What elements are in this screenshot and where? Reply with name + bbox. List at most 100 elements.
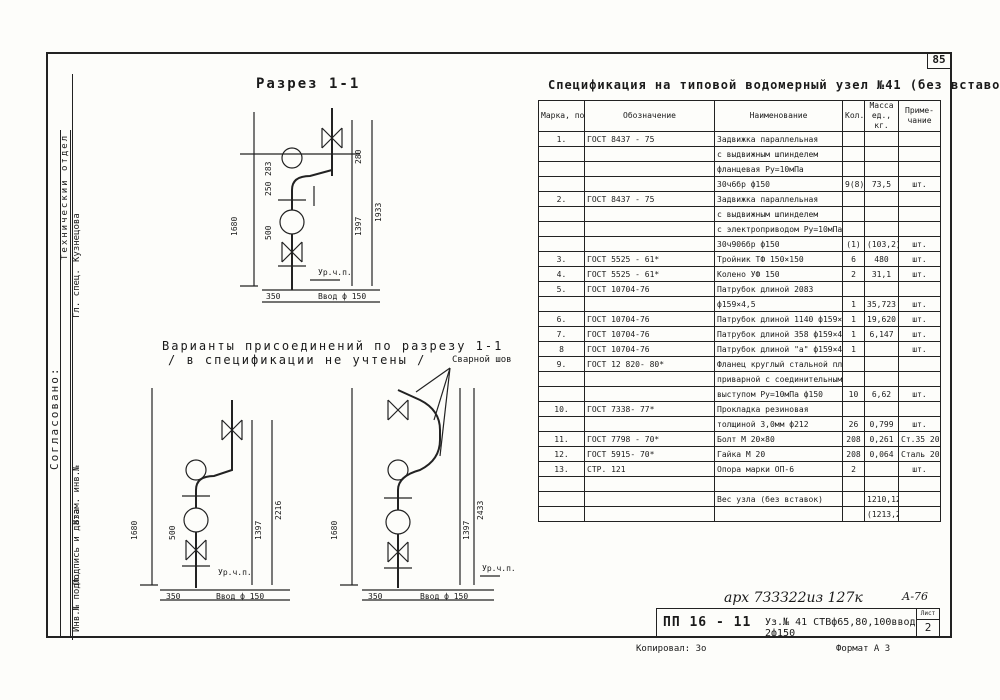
cell-name: Задвижка параллельная	[714, 131, 843, 147]
table-row: 10.ГОСТ 7338- 77*Прокладка резиновая	[538, 401, 941, 417]
dim-2216-2: 2216	[274, 500, 283, 520]
dim-1680-2: 1680	[130, 520, 139, 540]
cell-mark	[538, 146, 585, 162]
cell-mark: 2.	[538, 191, 585, 207]
cell-mark	[538, 161, 585, 177]
cell-designation: ГОСТ 10704-76	[584, 311, 715, 327]
cell-mark	[538, 176, 585, 192]
cell-mass	[864, 221, 899, 237]
cell-mass: 0,261	[864, 431, 899, 447]
cell-designation: ГОСТ 7338- 77*	[584, 401, 715, 417]
variants-title-2: / в спецификации не учтены /	[168, 353, 427, 367]
cell-name: с выдвижным шпинделем	[714, 206, 843, 222]
cell-qty: 2	[842, 461, 865, 477]
cell-name: Патрубок длиной 2083	[714, 281, 843, 297]
section-title: Разрез 1-1	[256, 76, 361, 92]
dim-1397-3: 1397	[462, 520, 471, 540]
cell-name: Опора марки ОП-6	[714, 461, 843, 477]
cell-designation	[584, 491, 715, 507]
cell-mark	[538, 206, 585, 222]
cell-mark: 7.	[538, 326, 585, 342]
cell-note: шт.	[898, 176, 941, 192]
cell-mark	[538, 296, 585, 312]
cell-note: Сталь 20	[898, 446, 941, 462]
dim-500-2: 500	[168, 525, 177, 540]
cell-mark: 9.	[538, 356, 585, 372]
cell-mass	[864, 401, 899, 417]
cell-note: шт.	[898, 311, 941, 327]
cell-mark: 8	[538, 341, 585, 357]
cell-designation	[584, 221, 715, 237]
cell-note	[898, 371, 941, 387]
level-label-3: Ур.ч.п.	[482, 564, 516, 573]
level-label-1: Ур.ч.п.	[318, 268, 352, 277]
drawing-desc: Уз.№ 41 СТВф65,80,100ввод 2ф150	[765, 617, 916, 639]
cell-mass	[864, 146, 899, 162]
cell-note: шт.	[898, 266, 941, 282]
sheet-number: 2	[916, 619, 939, 637]
cell-mass: 1210,12 кг	[864, 491, 899, 507]
cell-note: шт.	[898, 236, 941, 252]
drawing-code: ПП 16 - 11	[663, 615, 752, 630]
cell-designation: ГОСТ 7798 - 70*	[584, 431, 715, 447]
cell-name	[714, 506, 843, 522]
cell-mark: 4.	[538, 266, 585, 282]
cell-qty: 1	[842, 326, 865, 342]
cell-mark: 1.	[538, 131, 585, 147]
cell-qty	[842, 146, 865, 162]
dim-500-1: 500	[264, 225, 273, 240]
cell-mark: 5.	[538, 281, 585, 297]
cell-note: Ст.35 20	[898, 431, 941, 447]
cell-designation	[584, 146, 715, 162]
cell-qty	[842, 191, 865, 207]
cell-designation: ГОСТ 10704-76	[584, 326, 715, 342]
cell-name: выступом Ру=10мПа ф150	[714, 386, 843, 402]
table-row: Вес узла (без вставок) 1210,12 кг	[538, 491, 941, 507]
cell-mark	[538, 386, 585, 402]
cell-note: шт.	[898, 326, 941, 342]
cell-mass	[864, 476, 899, 492]
cell-qty	[842, 371, 865, 387]
cell-qty: 2	[842, 266, 865, 282]
cell-note	[898, 281, 941, 297]
side-col-line	[70, 130, 71, 638]
header-name: Наименование	[714, 100, 843, 132]
dim-250-1: 250	[264, 181, 273, 196]
cell-mark: 13.	[538, 461, 585, 477]
cell-designation: ГОСТ 8437 - 75	[584, 191, 715, 207]
cell-mass	[864, 356, 899, 372]
cell-mass: 6,147	[864, 326, 899, 342]
dim-350-1: 350	[266, 292, 281, 301]
cell-name: Болт М 20×80	[714, 431, 843, 447]
dim-1680-3: 1680	[330, 520, 339, 540]
cell-qty: 1	[842, 296, 865, 312]
cell-name: толщиной 3,0мм ф212	[714, 416, 843, 432]
cell-name: Колено УФ 150	[714, 266, 843, 282]
cell-designation	[584, 236, 715, 252]
cell-name: Вес узла (без вставок)	[714, 491, 843, 507]
header-qty: Кол.	[842, 100, 865, 132]
dim-1397-2: 1397	[254, 520, 263, 540]
inlet-label-2: Ввод ф 150	[216, 592, 265, 601]
cell-mark	[538, 371, 585, 387]
dim-2433-3: 2433	[476, 500, 485, 520]
cell-mass: 6,62	[864, 386, 899, 402]
cell-qty	[842, 161, 865, 177]
spec-header-row: Марка, поз. Обозначение Наименование Кол…	[538, 100, 941, 132]
cell-name: Прокладка резиновая	[714, 401, 843, 417]
cell-mass: 73,5	[864, 176, 899, 192]
cell-qty	[842, 506, 865, 522]
cell-qty: 208	[842, 431, 865, 447]
cell-note: шт.	[898, 416, 941, 432]
cell-qty: 6	[842, 251, 865, 267]
cell-mass: 480	[864, 251, 899, 267]
